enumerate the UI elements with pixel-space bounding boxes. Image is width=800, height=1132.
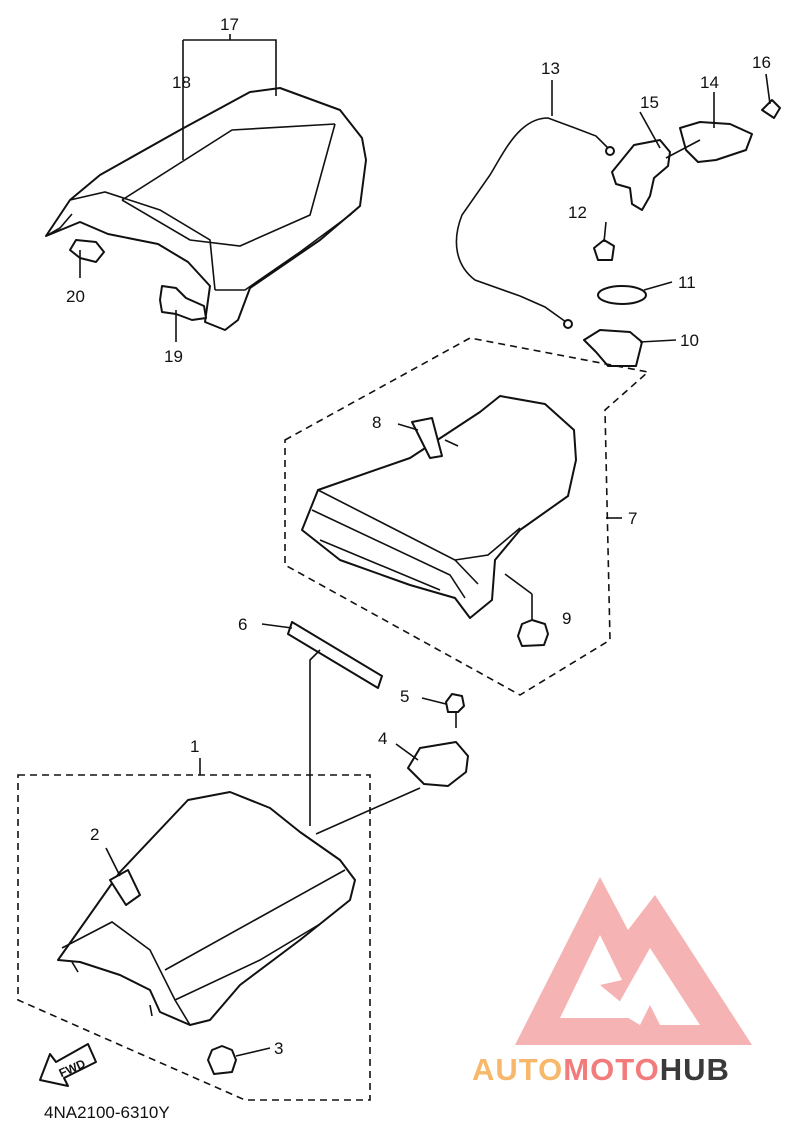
- leader-lines: [79, 34, 771, 1057]
- watermark-text: AUTOMOTOHUB: [472, 1052, 730, 1087]
- nut-12: [593, 239, 615, 261]
- group-1-outline: [17, 774, 371, 1101]
- fwd-arrow: FWD: [39, 1043, 97, 1087]
- watermark-logo: [515, 877, 752, 1045]
- watermark-hub: HUB: [660, 1052, 730, 1087]
- callout-18: 18: [172, 73, 191, 92]
- watermark-moto: MOTO: [563, 1052, 659, 1087]
- strap-8: [411, 417, 443, 459]
- callout-17: 17: [220, 15, 239, 34]
- rider-seat: [301, 395, 577, 619]
- callout-16: 16: [752, 53, 771, 72]
- callout-10: 10: [680, 331, 699, 350]
- seat-lock-assembly: [611, 99, 781, 211]
- bracket-19: [159, 285, 207, 321]
- strip-6: [287, 621, 383, 689]
- seat-cowl-assembly: [45, 87, 367, 331]
- callout-20: 20: [66, 287, 85, 306]
- damper-3: [207, 1045, 237, 1075]
- callout-9: 9: [562, 609, 571, 628]
- callout-7: 7: [628, 509, 637, 528]
- callout-11: 11: [678, 273, 696, 292]
- plate-11: [597, 285, 647, 305]
- callout-8: 8: [372, 413, 381, 432]
- callout-1: 1: [190, 737, 199, 756]
- group-7-outline: [284, 337, 650, 696]
- bracket-20: [69, 239, 105, 263]
- callout-19: 19: [164, 347, 183, 366]
- callout-15: 15: [640, 93, 659, 112]
- callout-14: 14: [700, 73, 719, 92]
- seat-lock-cable: [455, 117, 615, 329]
- bracket-4: [407, 741, 469, 787]
- drawing-code: 4NA2100-6310Y: [44, 1103, 170, 1122]
- callout-4: 4: [378, 729, 387, 748]
- callout-6: 6: [238, 615, 247, 634]
- front-seat: [57, 791, 356, 1026]
- watermark-auto: AUTO: [472, 1052, 563, 1087]
- fwd-arrow-icon: [39, 1043, 97, 1087]
- callout-labels: 17 18 20 19 13 16 14 15 12 11 10 8 7 9 6…: [66, 15, 771, 1058]
- bolt-5: [445, 693, 465, 713]
- callout-2: 2: [90, 825, 99, 844]
- strap-2: [109, 869, 141, 906]
- bracket-10: [583, 329, 643, 367]
- callout-12: 12: [568, 203, 587, 222]
- callout-5: 5: [400, 687, 409, 706]
- callout-13: 13: [541, 59, 560, 78]
- callout-3: 3: [274, 1039, 283, 1058]
- damper-9: [517, 619, 549, 647]
